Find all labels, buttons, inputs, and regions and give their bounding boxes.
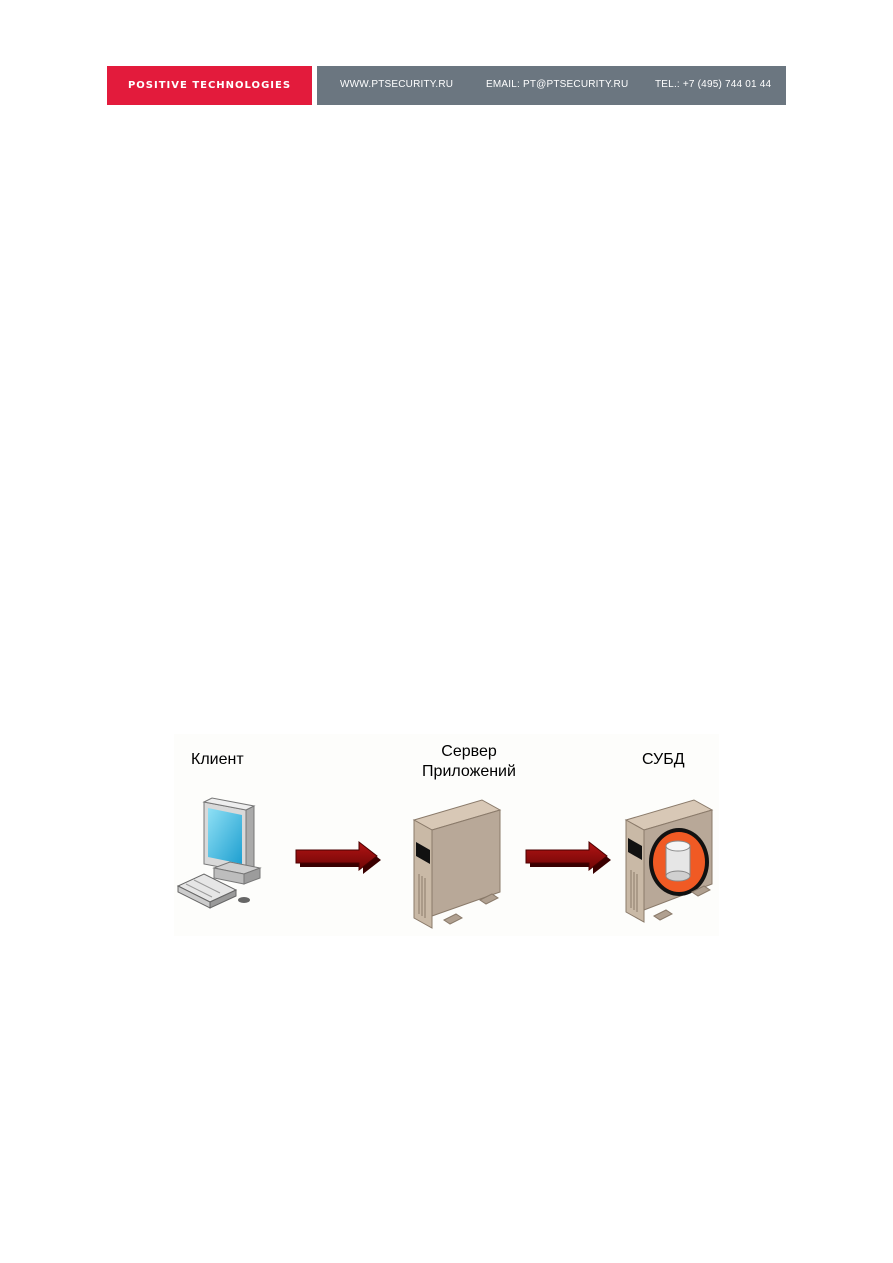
arrow-right-icon (295, 840, 381, 874)
website-link[interactable]: WWW.PTSECURITY.RU (340, 79, 454, 90)
contact-bar: WWW.PTSECURITY.RU EMAIL: PT@PTSECURITY.R… (317, 66, 786, 105)
server-icon (412, 799, 502, 929)
brand-logo: POSITIVE TECHNOLOGIES (107, 66, 312, 105)
workstation-icon (176, 797, 262, 909)
email-link[interactable]: EMAIL: PT@PTSECURITY.RU (486, 79, 629, 90)
arrow-right-icon (525, 840, 611, 874)
diagram-graphics (176, 797, 714, 929)
architecture-diagram: Клиент Сервер Приложений СУБД (174, 734, 719, 936)
page-header: POSITIVE TECHNOLOGIES WWW.PTSECURITY.RU … (107, 66, 786, 105)
client-label: Клиент (191, 751, 244, 768)
dbms-label: СУБД (642, 751, 685, 768)
phone-text: TEL.: +7 (495) 744 01 44 (655, 79, 772, 90)
app-server-label-line1: Сервер (441, 743, 497, 760)
database-server-icon (624, 799, 714, 923)
app-server-label-line2: Приложений (422, 763, 516, 780)
